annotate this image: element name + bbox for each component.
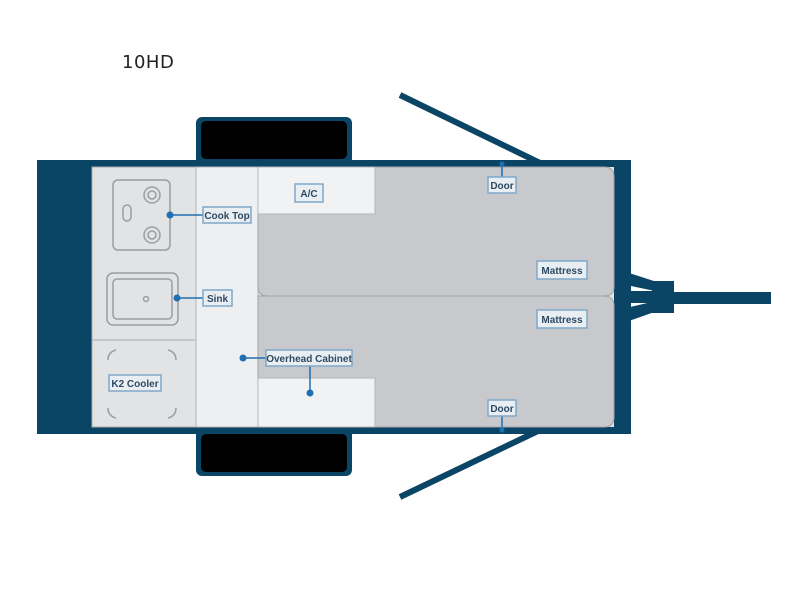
label-mattress-bottom-text: Mattress <box>541 315 583 326</box>
ac-cabinet <box>257 166 376 215</box>
label-overhead-cabinet-text: Overhead Cabinet <box>266 354 352 365</box>
label-door-bottom-text: Door <box>490 404 513 415</box>
label-k2-cooler-text: K2 Cooler <box>111 379 158 390</box>
label-cook-top-text: Cook Top <box>204 211 249 222</box>
label-sink-text: Sink <box>207 294 229 305</box>
label-ac: A/C <box>294 183 324 203</box>
label-door-top: Door <box>487 176 517 194</box>
label-k2-cooler: K2 Cooler <box>108 374 162 392</box>
label-mattress-bottom: Mattress <box>536 309 588 329</box>
label-mattress-top-text: Mattress <box>541 266 583 277</box>
hitch-tongue <box>626 272 771 322</box>
label-door-bottom: Door <box>487 399 517 417</box>
tire-bottom <box>196 428 352 476</box>
cooler-icon <box>107 349 177 419</box>
label-mattress-top: Mattress <box>536 260 588 280</box>
label-cook-top: Cook Top <box>202 206 252 224</box>
label-ac-text: A/C <box>300 189 317 200</box>
label-door-top-text: Door <box>490 181 513 192</box>
door-swing-bottom <box>398 427 542 500</box>
tire-top <box>196 117 352 165</box>
overhead-cabinet-box <box>257 377 376 428</box>
door-swing-top <box>398 92 542 166</box>
model-title: 10HD <box>122 52 175 73</box>
label-sink: Sink <box>202 289 233 307</box>
callout-dots <box>166 161 505 433</box>
label-overhead-cabinet: Overhead Cabinet <box>265 349 353 367</box>
